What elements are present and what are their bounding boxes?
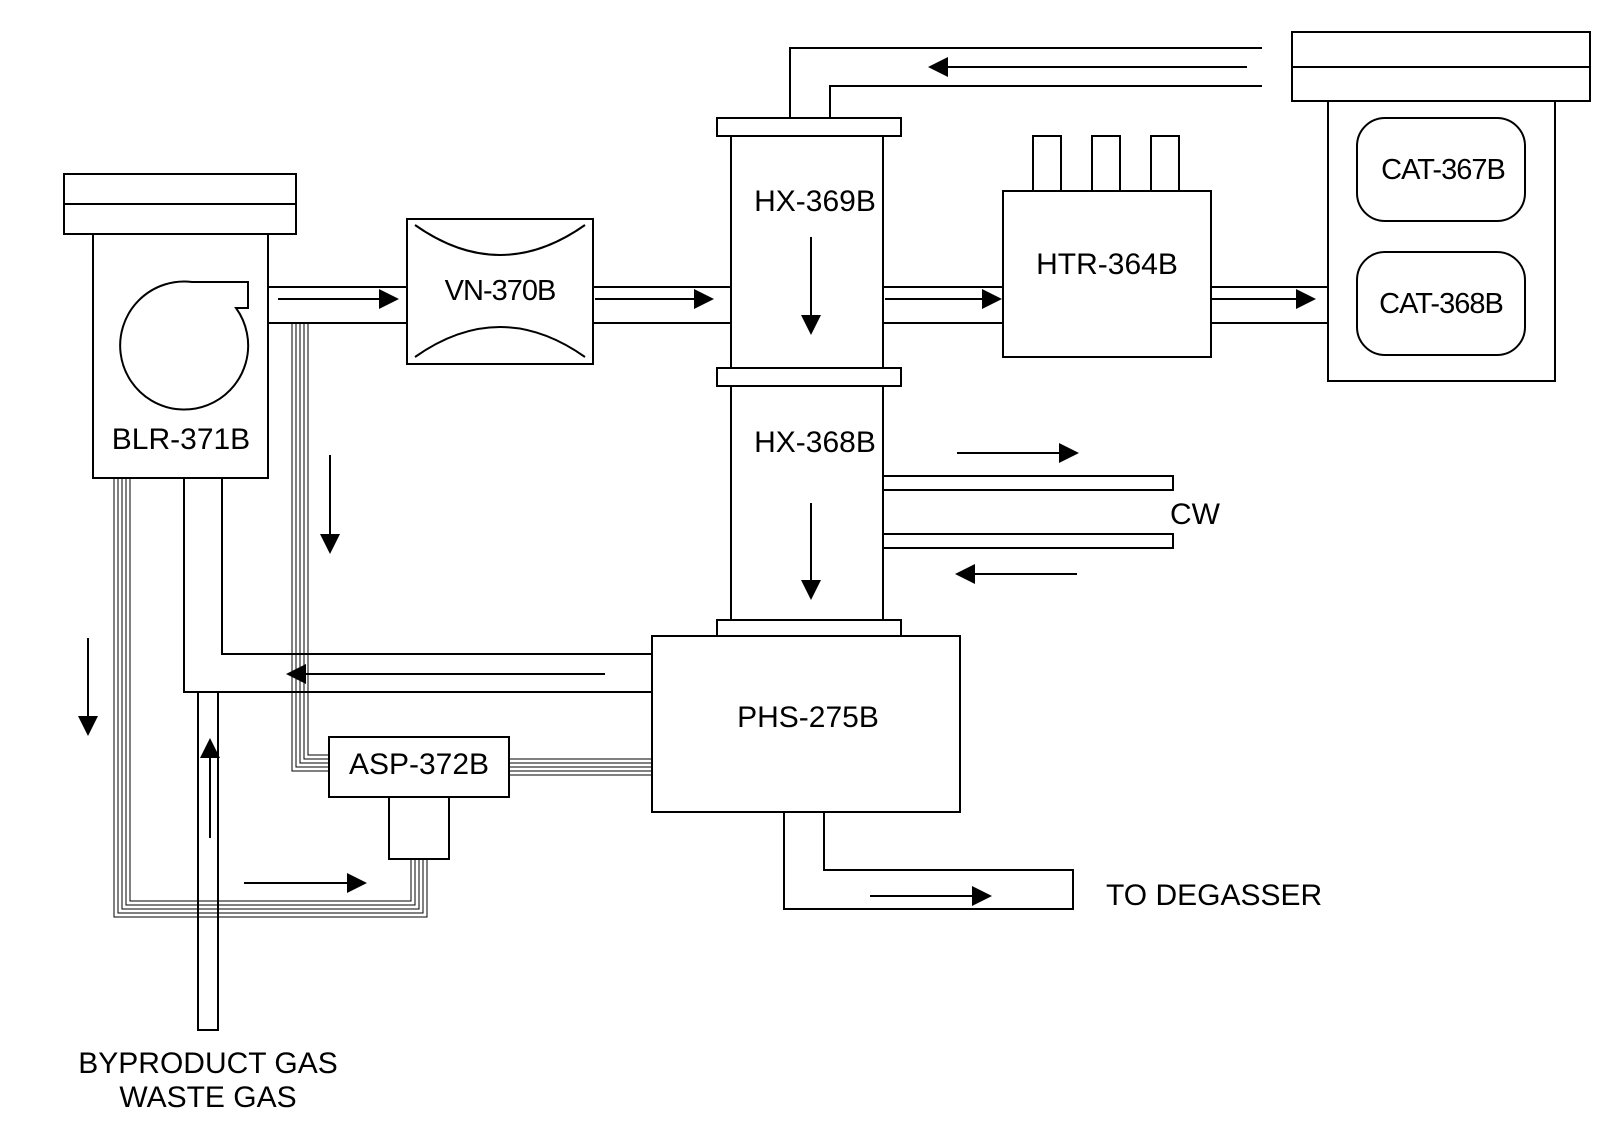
pipe-heater-to-cat	[1210, 286, 1328, 324]
label-blr-371b: BLR-371B	[112, 423, 250, 456]
heater-element-3	[1150, 135, 1180, 192]
flange-middle	[716, 367, 902, 387]
label-to-degasser: TO DEGASSER	[1106, 879, 1322, 912]
pipe-byproduct-waste-gas	[197, 692, 219, 1031]
pipe-aspirator-suction	[291, 323, 329, 772]
heater-element-1	[1032, 135, 1062, 192]
label-cw: CW	[1170, 498, 1221, 531]
label-hx-368b: HX-368B	[754, 426, 876, 459]
flow-arrows	[78, 57, 1316, 906]
pipe-hx369-to-heater	[883, 286, 1003, 324]
heater-htr-364b[interactable]	[1002, 135, 1212, 358]
blower-fan-icon	[119, 280, 250, 411]
vent-vn-370b[interactable]	[406, 218, 594, 365]
label-phs-275b: PHS-275B	[737, 701, 879, 734]
pipe-aspirator-to-phs	[509, 758, 652, 776]
venturi-curve-bottom	[414, 326, 586, 358]
label-asp-372b: ASP-372B	[349, 748, 489, 781]
separator-phs-275b[interactable]	[651, 635, 961, 813]
heater-element-2	[1091, 135, 1121, 192]
pipe-cw-return	[882, 533, 1174, 549]
label-byproduct-gas: BYPRODUCT GAS	[78, 1047, 338, 1080]
venturi-curve-top	[414, 224, 586, 256]
label-vn-370b: VN-370B	[445, 275, 556, 307]
blower-blr-371b[interactable]	[63, 173, 297, 479]
flange-top	[716, 117, 902, 137]
flange-bottom	[716, 619, 902, 637]
pipe-blower-to-aspirator-bottom	[113, 478, 428, 918]
pipes	[113, 47, 1328, 1031]
label-waste-gas: WASTE GAS	[119, 1081, 296, 1114]
label-htr-364b: HTR-364B	[1036, 248, 1178, 281]
pipe-return-top	[789, 47, 1262, 118]
pipe-vent-to-hx369	[592, 286, 731, 324]
catalyst-vessel[interactable]	[1291, 31, 1591, 382]
hx-369b[interactable]	[730, 135, 884, 369]
pipe-phs-return	[183, 478, 652, 693]
pipe-cw-supply	[882, 475, 1174, 491]
hx-368b[interactable]	[730, 385, 884, 621]
aspirator-asp-372b[interactable]	[328, 736, 510, 860]
label-cat-367b: CAT-367B	[1381, 154, 1505, 186]
label-cat-368b: CAT-368B	[1379, 288, 1503, 320]
label-hx-369b: HX-369B	[754, 185, 876, 218]
cat-368b-bed[interactable]	[1356, 251, 1526, 356]
pipe-blower-to-vent	[269, 286, 407, 324]
cat-367b-bed[interactable]	[1356, 117, 1526, 222]
labels: BLR-371B VN-370B HX-369B HX-368B HTR-364…	[78, 154, 1506, 1114]
pipe-to-degasser	[783, 812, 1074, 910]
